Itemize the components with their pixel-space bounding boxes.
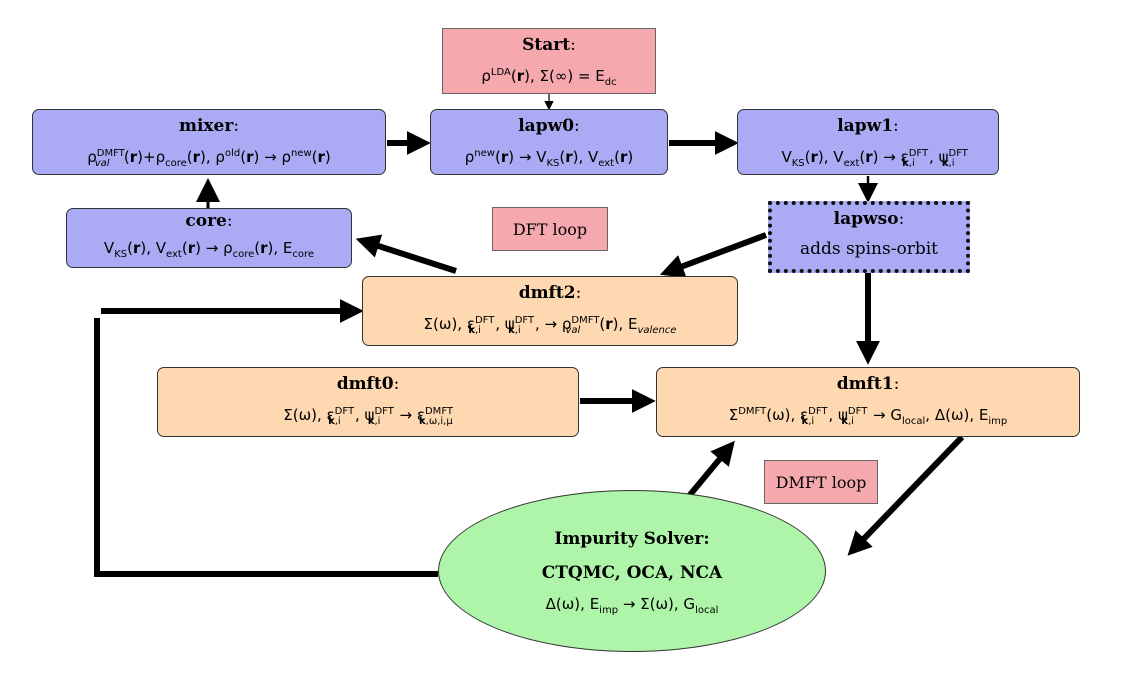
- dmft2-title: dmft2: [518, 283, 576, 303]
- arrow-lapwso-dmft2: [659, 232, 768, 278]
- dmft0-equation: Σ(ω), εDFTk,i , ψDFTk,i → εDMFTk,ω,i,μ: [283, 406, 453, 427]
- dft-loop-label: DFT loop: [492, 207, 608, 251]
- solver-methods: CTQMC, OCA, NCA: [541, 563, 723, 583]
- mixer-equation: ρDMFTval (r)+ρcore(r), ρold(r) → ρnew(r): [87, 148, 331, 169]
- core-box: core: VKS(r), Vext(r) → ρcore(r), Ecore: [66, 208, 352, 268]
- arrow-dmft1-solver: [847, 434, 965, 556]
- core-title: core: [185, 211, 227, 231]
- dmft2-box: dmft2: Σ(ω), εDFTk,i , ψDFTk,i , → ρDMFT…: [362, 276, 738, 346]
- solver-equation: Δ(ω), Eimp → Σ(ω), Glocal: [545, 595, 719, 616]
- dmft1-box: dmft1: ΣDMFT(ω), εDFTk,i , ψDFTk,i → Glo…: [656, 367, 1080, 437]
- lapw0-equation: ρnew(r) → VKS(r), Vext(r): [464, 148, 634, 169]
- core-equation: VKS(r), Vext(r) → ρcore(r), Ecore: [103, 239, 315, 260]
- dmft1-title: dmft1: [836, 374, 894, 394]
- lapw1-equation: VKS(r), Vext(r) → εDFTk,i , ψDFTk,i: [781, 148, 968, 169]
- lapw0-box: lapw0: ρnew(r) → VKS(r), Vext(r): [430, 109, 668, 175]
- start-equation: ρLDA(r), Σ(∞) = Edc: [481, 67, 617, 88]
- mixer-box: mixer: ρDMFTval (r)+ρcore(r), ρold(r) → …: [32, 109, 386, 175]
- arrow-solver-dmft2: [94, 318, 438, 577]
- lapw0-title: lapw0: [518, 116, 575, 136]
- dmft1-equation: ΣDMFT(ω), εDFTk,i , ψDFTk,i → Glocal, Δ(…: [728, 406, 1008, 427]
- start-title: Start: [522, 35, 571, 55]
- impurity-solver-ellipse: Impurity Solver: CTQMC, OCA, NCA Δ(ω), E…: [438, 490, 826, 652]
- mixer-title: mixer: [178, 116, 234, 136]
- lapwso-title: lapwso: [833, 209, 899, 229]
- start-box: Start: ρLDA(r), Σ(∞) = Edc: [442, 28, 656, 94]
- dmft0-title: dmft0: [336, 374, 394, 394]
- arrow-dmft2-core: [355, 234, 457, 274]
- solver-title: Impurity Solver:: [554, 529, 710, 549]
- lapw1-box: lapw1: VKS(r), Vext(r) → εDFTk,i , ψDFTk…: [737, 109, 999, 175]
- lapwso-description: adds spins-orbit: [799, 239, 938, 259]
- dmft0-box: dmft0: Σ(ω), εDFTk,i , ψDFTk,i → εDMFTk,…: [157, 367, 579, 437]
- lapw1-title: lapw1: [837, 116, 894, 136]
- dmft-loop-label: DMFT loop: [764, 460, 878, 504]
- dmft2-equation: Σ(ω), εDFTk,i , ψDFTk,i , → ρDMFTval (r)…: [423, 315, 677, 336]
- lapwso-box: lapwso: adds spins-orbit: [768, 201, 970, 273]
